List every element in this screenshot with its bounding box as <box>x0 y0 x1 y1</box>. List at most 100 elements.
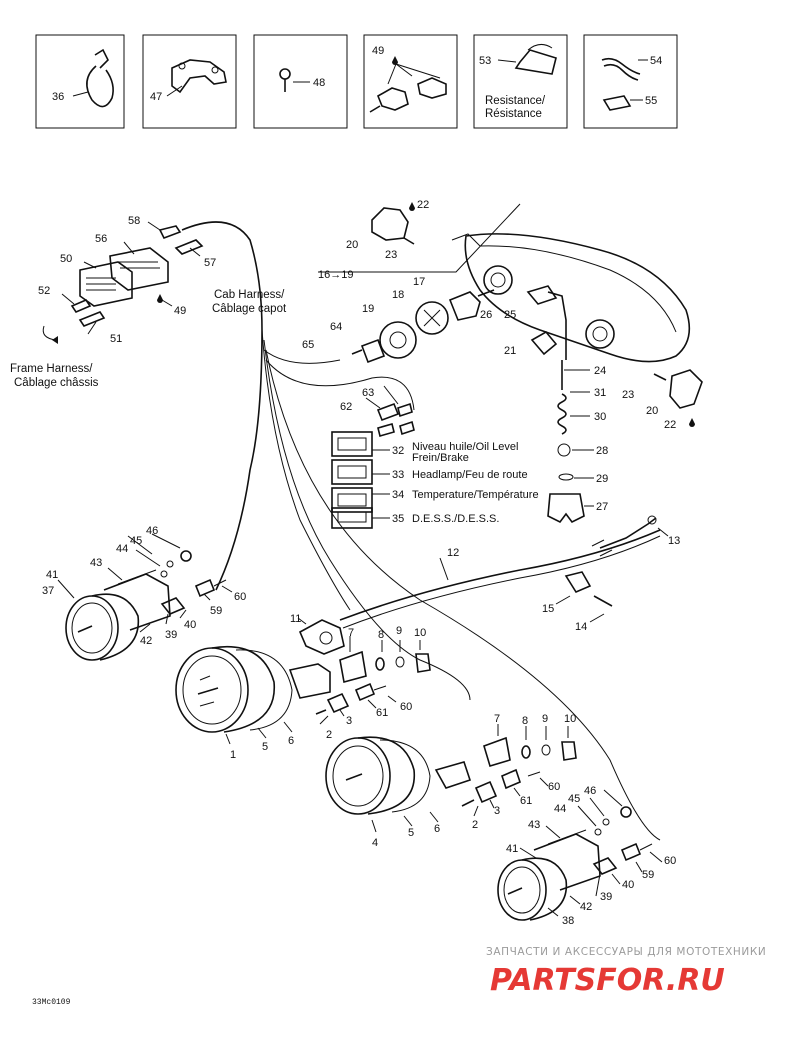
label-50: 50 <box>60 253 72 265</box>
label-60-lower: 60 <box>548 781 560 793</box>
label-44-left: 44 <box>116 543 128 555</box>
accessory-box-54-55: 54 55 <box>583 34 678 129</box>
label-23-top: 23 <box>385 249 397 261</box>
label-10-lower: 10 <box>564 713 576 725</box>
label-22-top: 22 <box>417 199 429 211</box>
accessory-box-36: 36 <box>35 34 125 129</box>
label-56: 56 <box>95 233 107 245</box>
label-64: 64 <box>330 321 342 333</box>
watermark-tagline: ЗАПЧАСТИ И АКСЕССУАРЫ ДЛЯ МОТОТЕХНИКИ <box>486 946 766 958</box>
label-30: 30 <box>594 411 606 423</box>
label-55: 55 <box>645 95 657 107</box>
label-43-right: 43 <box>528 819 540 831</box>
temperature-caption: Temperature/Température <box>412 489 539 501</box>
label-20-right: 20 <box>646 405 658 417</box>
label-40-right: 40 <box>622 879 634 891</box>
label-14: 14 <box>575 621 587 633</box>
label-63: 63 <box>362 387 374 399</box>
dess-caption: D.E.S.S./D.E.S.S. <box>412 513 499 525</box>
label-39-right: 39 <box>600 891 612 903</box>
label-42-left: 42 <box>140 635 152 647</box>
headlamp-caption: Headlamp/Feu de route <box>412 469 528 481</box>
label-38: 38 <box>562 915 574 927</box>
label-47: 47 <box>150 91 162 103</box>
label-37: 37 <box>42 585 54 597</box>
label-62: 62 <box>340 401 352 413</box>
label-25: 25 <box>504 309 516 321</box>
label-40-left: 40 <box>184 619 196 631</box>
label-10-upper: 10 <box>414 627 426 639</box>
label-5-upper: 5 <box>262 741 268 753</box>
label-34: 34 <box>392 489 404 501</box>
label-6-lower: 6 <box>434 823 440 835</box>
label-48: 48 <box>313 77 325 89</box>
gauge-left-small <box>57 533 233 661</box>
label-36: 36 <box>52 91 64 103</box>
label-3-lower: 3 <box>494 805 500 817</box>
label-35: 35 <box>392 513 404 525</box>
drawing-code: 33Mc0109 <box>32 998 71 1007</box>
label-42-right: 42 <box>580 901 592 913</box>
frame-harness-caption-en: Frame Harness/ <box>10 363 93 375</box>
label-8-upper: 8 <box>378 629 384 641</box>
label-46-right: 46 <box>584 785 596 797</box>
label-12: 12 <box>447 547 459 559</box>
gauge-speedometer <box>175 617 431 745</box>
label-2-upper: 2 <box>326 729 332 741</box>
speedometer-cable <box>439 515 669 623</box>
label-65: 65 <box>302 339 314 351</box>
indicator-lights <box>331 385 415 529</box>
resistance-caption-en: Resistance/ <box>485 95 546 107</box>
label-26: 26 <box>480 309 492 321</box>
label-7-lower: 7 <box>494 713 500 725</box>
label-52: 52 <box>38 285 50 297</box>
accessory-box-47: 47 <box>142 34 237 129</box>
label-53: 53 <box>479 55 491 67</box>
accessory-box-53: 53 Resistance/ Résistance <box>473 34 568 129</box>
cab-harness-caption-fr: Câblage capot <box>212 303 287 315</box>
label-17: 17 <box>413 276 425 288</box>
label-29: 29 <box>596 473 608 485</box>
accessory-box-49: 49 <box>363 34 458 129</box>
frame-harness-caption-fr: Câblage châssis <box>14 377 99 389</box>
label-33: 33 <box>392 469 404 481</box>
gauge-right-small <box>497 789 663 921</box>
label-11: 11 <box>290 613 301 625</box>
label-8-lower: 8 <box>522 715 528 727</box>
label-5-lower: 5 <box>408 827 414 839</box>
label-41-left: 41 <box>46 569 58 581</box>
label-6-upper: 6 <box>288 735 294 747</box>
label-59-left: 59 <box>210 605 222 617</box>
label-54: 54 <box>650 55 662 67</box>
label-2-lower: 2 <box>472 819 478 831</box>
label-45-right: 45 <box>568 793 580 805</box>
label-15: 15 <box>542 603 554 615</box>
label-16-19: 16→19 <box>318 269 353 281</box>
label-46-left: 46 <box>146 525 158 537</box>
label-59-right: 59 <box>642 869 654 881</box>
label-58: 58 <box>128 215 140 227</box>
label-27: 27 <box>596 501 608 513</box>
wire-harness <box>181 221 661 841</box>
label-23-right: 23 <box>622 389 634 401</box>
label-1: 1 <box>230 749 236 761</box>
label-24: 24 <box>594 365 606 377</box>
label-60-right: 60 <box>664 855 676 867</box>
label-51: 51 <box>110 333 122 345</box>
resistance-caption-fr: Résistance <box>485 108 542 120</box>
label-57: 57 <box>204 257 216 269</box>
connector-block-50-56 <box>42 221 204 344</box>
headlamp-assembly <box>318 202 703 524</box>
label-7-upper: 7 <box>348 627 354 639</box>
gauge-tachometer <box>325 724 577 833</box>
label-28: 28 <box>596 445 608 457</box>
label-9-lower: 9 <box>542 713 548 725</box>
label-18: 18 <box>392 289 404 301</box>
label-39-left: 39 <box>165 629 177 641</box>
watermark-logo: PARTSFOR.RU <box>490 963 725 998</box>
label-41-right: 41 <box>506 843 518 855</box>
oil-level-caption: Niveau huile/Oil Level <box>412 441 518 453</box>
label-31: 31 <box>594 387 606 399</box>
label-43-left: 43 <box>90 557 102 569</box>
label-45-left: 45 <box>130 535 142 547</box>
